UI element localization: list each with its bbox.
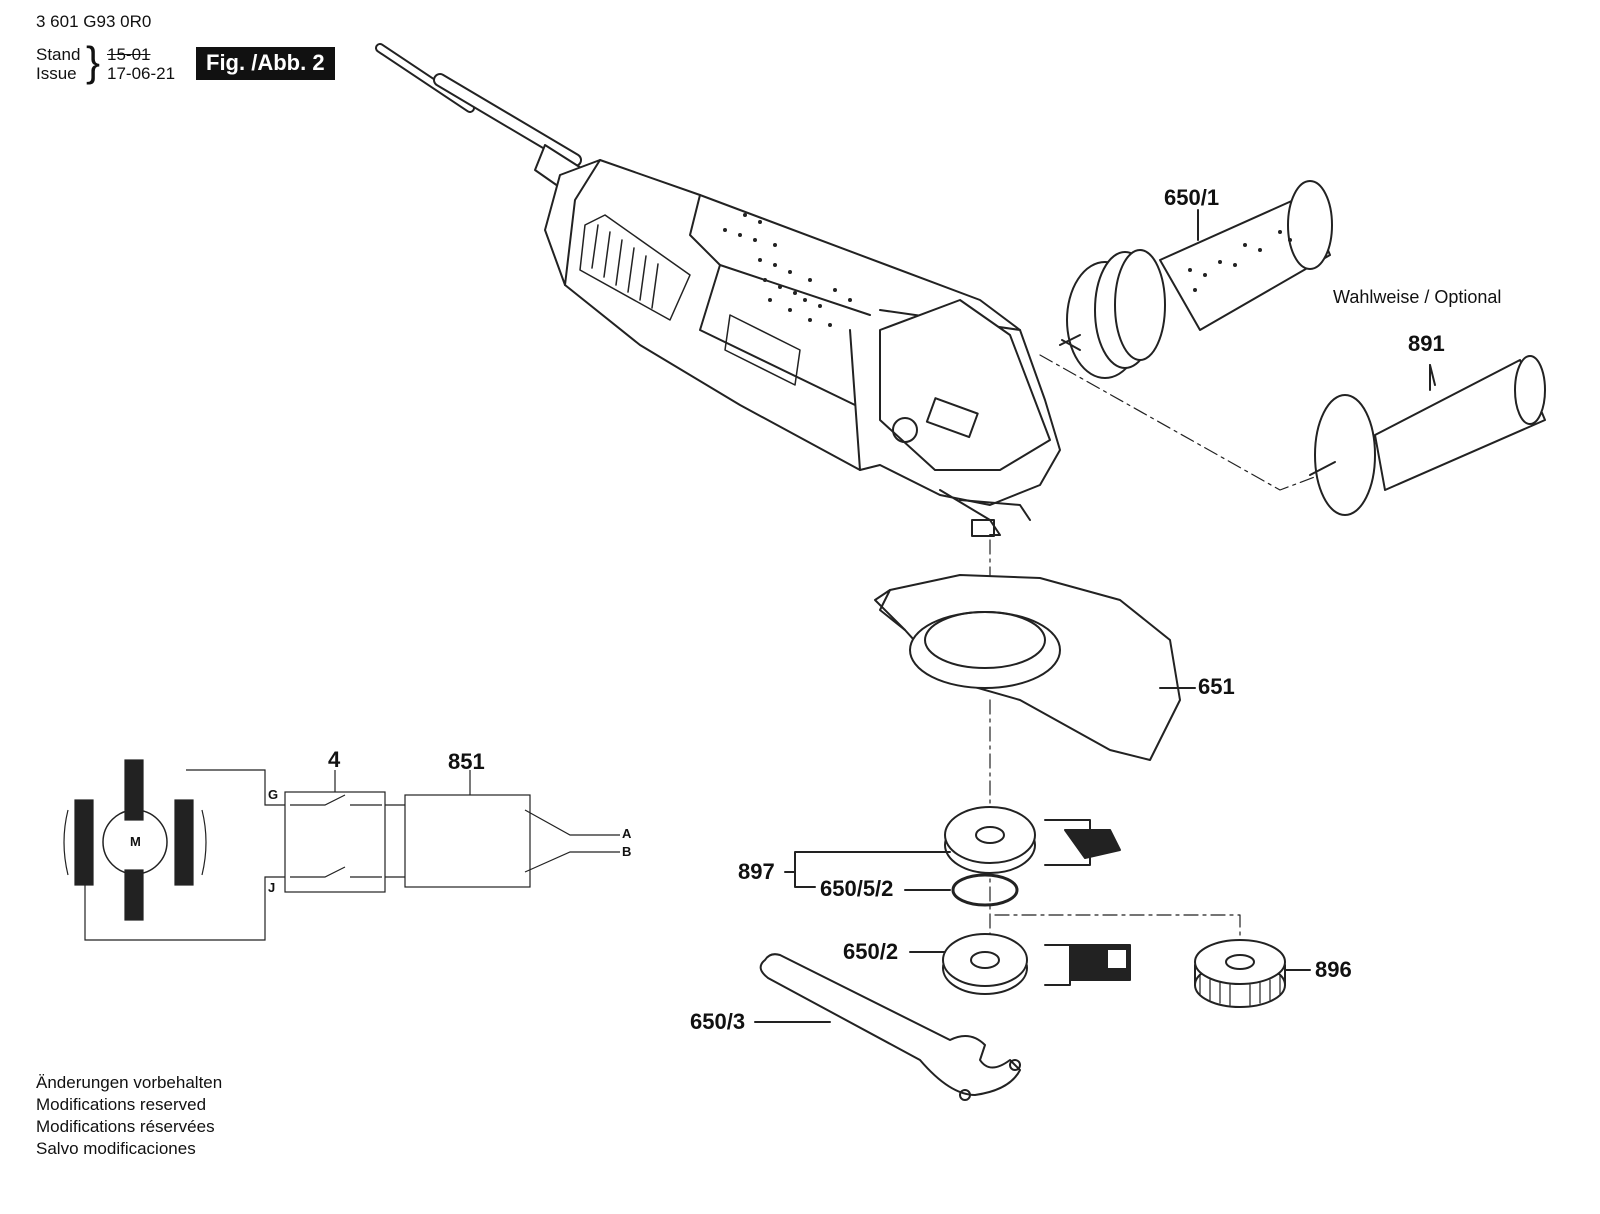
callout-651: 651 (1198, 674, 1235, 699)
note-es: Salvo modificaciones (36, 1139, 196, 1158)
mounting-flange-icon (942, 933, 1131, 995)
o-ring-icon (951, 873, 1019, 907)
optional-note: Wahlweise / Optional (1333, 287, 1502, 307)
callout-650-1: 650/1 (1164, 185, 1220, 210)
auxiliary-handle-icon (1059, 180, 1333, 379)
stand-value: 15-01 (107, 45, 151, 64)
stand-label: Stand (36, 45, 81, 64)
terminal-j-label: J (268, 880, 276, 895)
callout-891: 891 (1408, 331, 1445, 356)
callout-896: 896 (1315, 957, 1352, 982)
callout-851: 851 (448, 749, 485, 774)
clamping-nut-icon (1194, 939, 1286, 1008)
note-en: Modifications reserved (36, 1095, 207, 1114)
issue-label: Issue (36, 64, 77, 83)
optional-handle-icon (1309, 355, 1546, 516)
figure-badge: Fig. /Abb. 2 (196, 47, 335, 80)
terminal-g-label: G (268, 787, 279, 802)
footer-notes: Änderungen vorbehalten Modifications res… (36, 1072, 222, 1160)
note-fr: Modifications réservées (36, 1117, 215, 1136)
issue-value: 17-06-21 (107, 64, 176, 83)
terminal-a-label: A (622, 826, 632, 841)
callout-897: 897 (738, 859, 775, 884)
callout-650-5-2: 650/5/2 (820, 876, 894, 901)
brace-icon: } (86, 38, 101, 85)
document-number: 3 601 G93 0R0 (36, 12, 152, 31)
brush-bottom-icon (124, 869, 144, 921)
spanner-wrench-icon (759, 953, 1021, 1101)
callout-650-3: 650/3 (690, 1009, 746, 1034)
field-coil-right-icon (174, 799, 194, 886)
callout-650-2: 650/2 (843, 939, 899, 964)
suppressor-box-icon (404, 794, 531, 888)
wheel-guard-icon (874, 574, 1181, 761)
motor-label: M (130, 834, 141, 849)
terminal-b-label: B (622, 844, 632, 859)
clamping-flange-icon (944, 806, 1121, 874)
brush-top-icon (124, 759, 144, 821)
callout-4: 4 (328, 747, 341, 772)
field-coil-left-icon (74, 799, 94, 886)
angle-grinder-body-icon (544, 159, 1061, 537)
note-de: Änderungen vorbehalten (36, 1073, 223, 1092)
wiring-schematic (63, 759, 620, 941)
